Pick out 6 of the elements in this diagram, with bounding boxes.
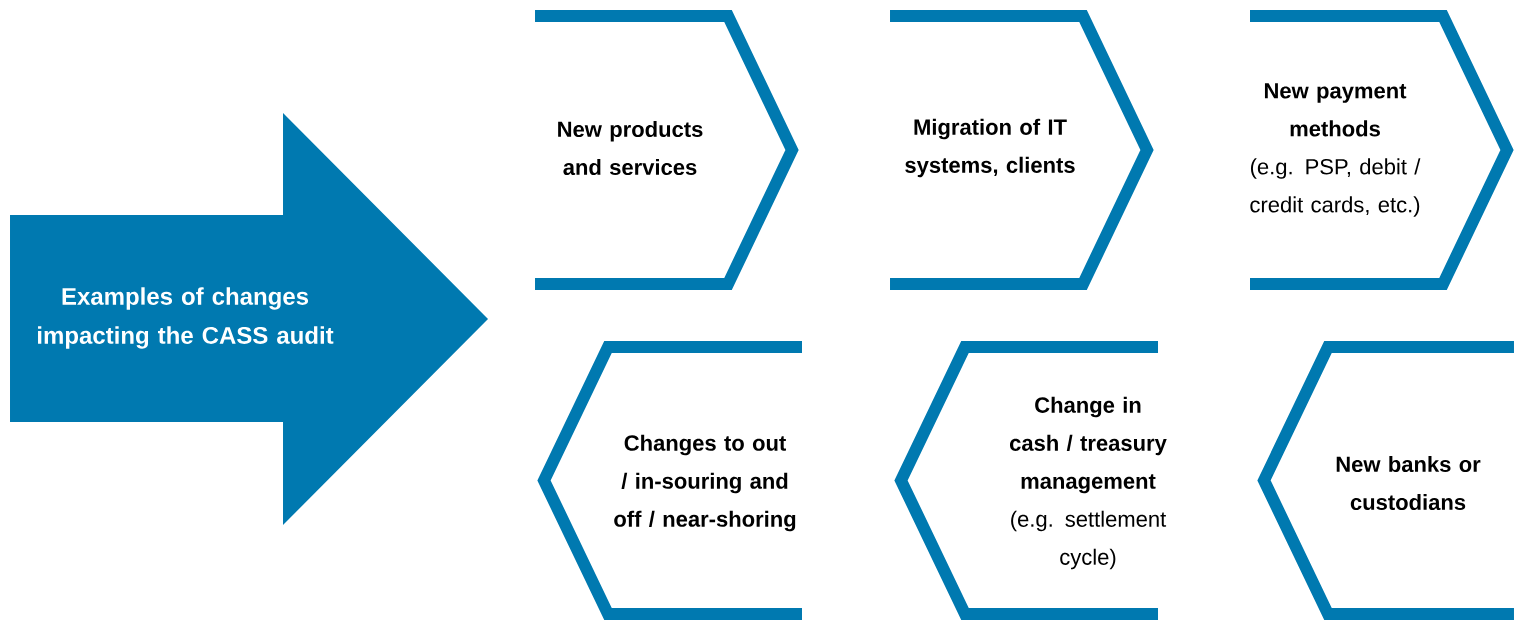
chevron-box: Change in cash / treasury management (e.g. settlement cycle) [894,341,1167,620]
chevron-box: New payment methods (e.g. PSP, debit / credit cards, etc.) [1250,10,1514,290]
chevron-box: Changes to out / in-souring and off / near-shoring [537,341,802,620]
chevron-box: New banks or custodians [1257,341,1514,620]
chevron-box: Migration of IT systems, clients [890,10,1154,290]
chevron-box: New products and services [535,10,799,290]
